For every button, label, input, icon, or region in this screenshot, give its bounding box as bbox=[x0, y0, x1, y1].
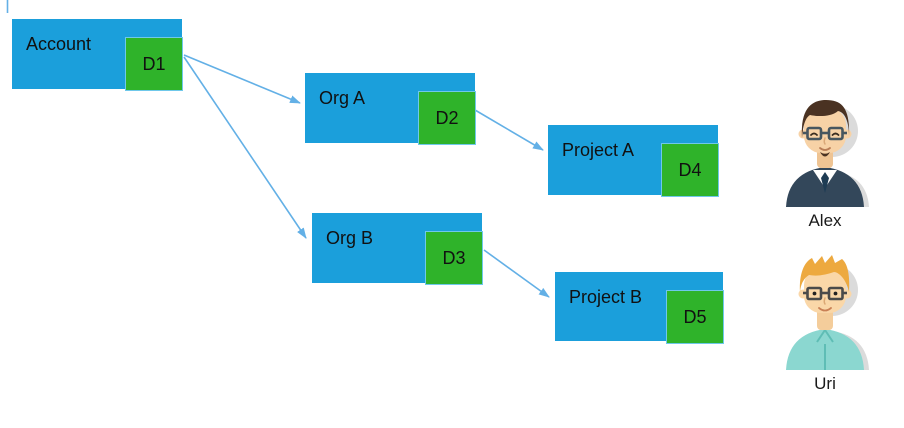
person-uri: Uri bbox=[780, 250, 870, 394]
node-account: Account D1 bbox=[12, 19, 183, 91]
badge-d4: D4 bbox=[661, 143, 719, 197]
node-project-a-label: Project A bbox=[562, 140, 635, 160]
node-org-a: Org A D2 bbox=[305, 73, 476, 145]
uri-avatar-icon bbox=[786, 255, 869, 370]
node-project-b: Project B D5 bbox=[555, 272, 724, 344]
badge-d1: D1 bbox=[125, 37, 183, 91]
edge-d2-projecta bbox=[474, 109, 544, 151]
node-account-label: Account bbox=[26, 34, 92, 54]
person-alex-name: Alex bbox=[808, 211, 842, 230]
edge-d1-orga bbox=[183, 54, 301, 104]
node-org-b: Org B D3 bbox=[312, 213, 483, 285]
edge-d1-orgb bbox=[183, 56, 307, 239]
edge-d3-projectb bbox=[483, 249, 550, 298]
badge-d5: D5 bbox=[666, 290, 724, 344]
node-org-b-label: Org B bbox=[326, 228, 374, 248]
node-org-a-label: Org A bbox=[319, 88, 366, 108]
alex-avatar-icon bbox=[786, 100, 869, 207]
person-alex: Alex bbox=[780, 92, 870, 231]
badge-d3: D3 bbox=[425, 231, 483, 285]
node-project-b-label: Project B bbox=[569, 287, 643, 307]
person-uri-name: Uri bbox=[814, 374, 836, 393]
node-project-a: Project A D4 bbox=[548, 125, 719, 197]
badge-d2: D2 bbox=[418, 91, 476, 145]
